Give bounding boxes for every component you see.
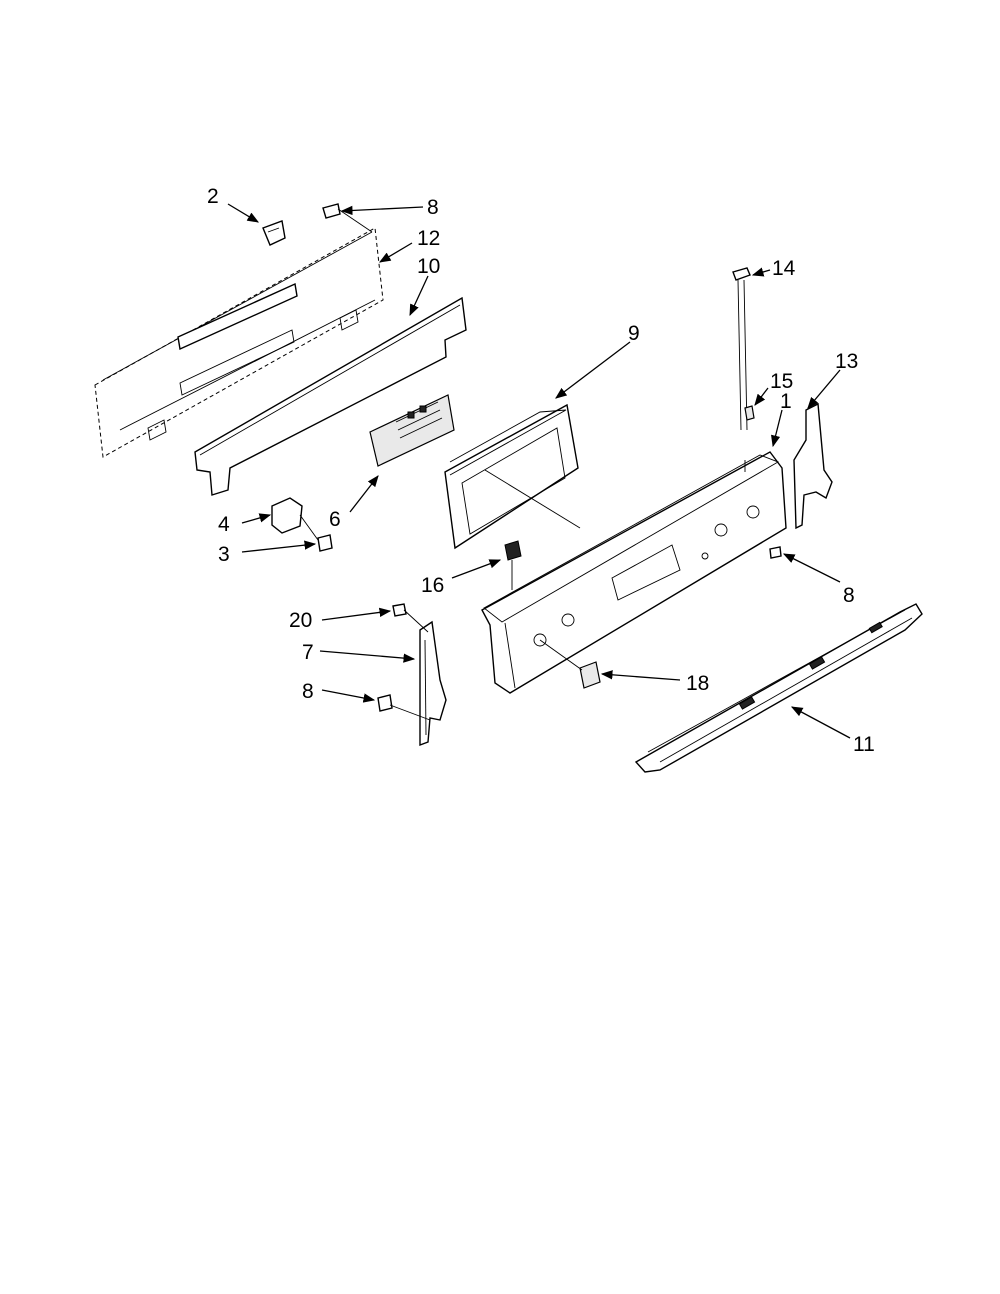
- part-14-bulb: [732, 267, 751, 431]
- part-10-trim: [194, 296, 467, 496]
- callout-20: 20: [289, 609, 312, 632]
- part-11-trim-strip: [634, 603, 923, 773]
- part-8-screw-left: [377, 694, 431, 721]
- callout-labels: 2 8 12 10 9 14 13 15 1 4 6 3 16 8 20 7 1…: [207, 185, 875, 756]
- callout-3: 3: [218, 543, 230, 566]
- part-8-screw-right: [769, 546, 782, 559]
- part-20-screw: [392, 603, 429, 633]
- part-2-clip: [262, 220, 286, 246]
- part-16-switch: [504, 540, 522, 590]
- part-9-display-frame: [444, 403, 581, 550]
- part-7-side-bracket: [419, 620, 447, 747]
- callout-8-top: 8: [427, 196, 439, 219]
- callout-8-right: 8: [843, 584, 855, 607]
- part-8-screw-top: [322, 203, 373, 233]
- callout-16: 16: [421, 574, 444, 597]
- callout-1: 1: [780, 390, 792, 413]
- part-1-console: [481, 451, 787, 694]
- callout-8-left: 8: [302, 680, 314, 703]
- part-12-rear-panel: [94, 227, 384, 458]
- leader-lines: [227, 203, 851, 739]
- callout-18: 18: [686, 672, 709, 695]
- part-13-side-bracket: [793, 402, 833, 530]
- callout-12: 12: [417, 227, 440, 250]
- callout-7: 7: [302, 641, 314, 664]
- callout-2: 2: [207, 185, 219, 208]
- callout-14: 14: [772, 257, 796, 280]
- callout-9: 9: [628, 322, 640, 345]
- part-6-control-board: [369, 394, 455, 467]
- callout-13: 13: [835, 350, 858, 373]
- part-15-fastener: [744, 405, 755, 421]
- callout-4: 4: [218, 513, 230, 536]
- callout-6: 6: [329, 508, 341, 531]
- part-3-screw: [317, 534, 333, 552]
- callout-10: 10: [417, 255, 440, 278]
- callout-11: 11: [853, 733, 875, 756]
- callout-15: 15: [770, 370, 793, 393]
- part-4-switch: [271, 497, 319, 541]
- part-18-knob: [539, 639, 601, 689]
